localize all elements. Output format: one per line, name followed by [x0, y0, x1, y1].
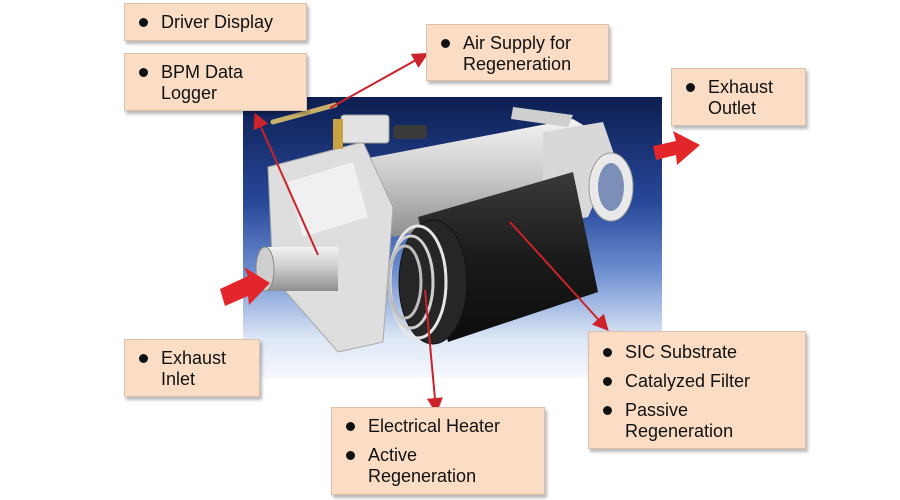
control-box [340, 114, 390, 144]
outlet-pipe-opening [598, 163, 624, 211]
passive-regeneration-label: Passive Regeneration [601, 400, 755, 442]
exhaust-inlet-label: Exhaust Inlet [137, 348, 241, 390]
callout-exhaust-outlet: Exhaust Outlet [671, 68, 806, 126]
callout-driver-display: Driver Display [124, 3, 307, 41]
air-fitting [333, 119, 343, 149]
driver-display-label: Driver Display [137, 12, 296, 33]
inlet-pipe-opening [255, 246, 275, 292]
bpm-data-logger-label: BPM Data Logger [137, 62, 271, 104]
sic-substrate-label: SIC Substrate [601, 342, 797, 363]
electrical-heater-label: Electrical Heater [344, 416, 536, 437]
outlet-bracket [511, 107, 573, 127]
callout-exhaust-inlet: Exhaust Inlet [124, 339, 260, 397]
catalyzed-filter-label: Catalyzed Filter [601, 371, 797, 392]
heater-coil-3 [387, 244, 423, 320]
exhaust-outlet-label: Exhaust Outlet [684, 77, 793, 119]
active-regeneration-label: Active Regeneration [344, 445, 498, 487]
sensor-connector [393, 125, 427, 139]
callout-air-supply: Air Supply for Regeneration [426, 24, 609, 81]
callout-bpm-data-logger: BPM Data Logger [124, 53, 307, 111]
air-supply-label: Air Supply for Regeneration [439, 33, 603, 75]
callout-electrical-heater: Electrical Heater Active Regeneration [331, 407, 545, 495]
callout-sic-substrate: SIC Substrate Catalyzed Filter Passive R… [588, 331, 806, 449]
